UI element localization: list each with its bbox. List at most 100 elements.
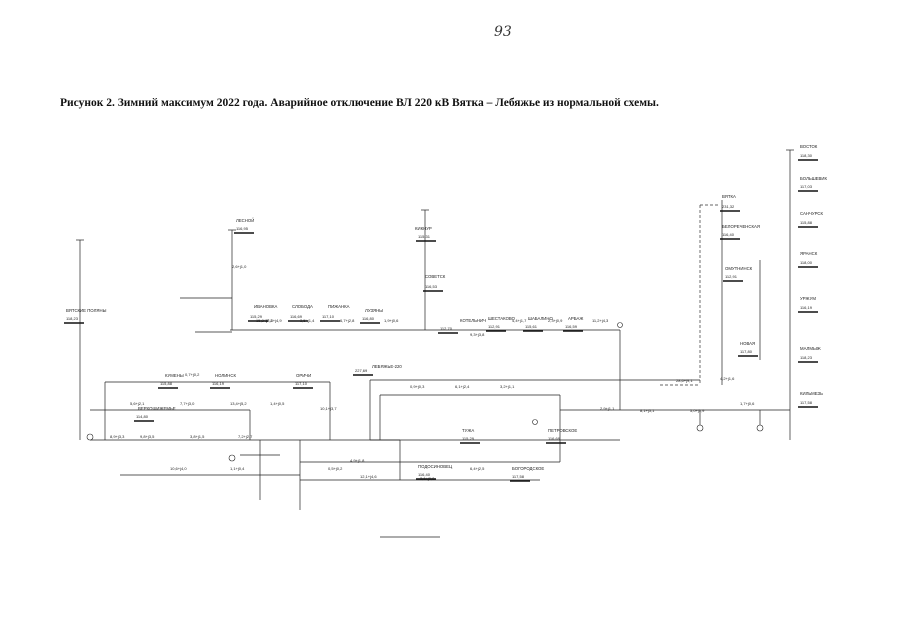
node-label-sloboda: СЛОБОДА xyxy=(292,304,313,309)
node-voltage-ivanovka: 115,29 xyxy=(250,314,263,319)
flow-label: 0,5+j0,2 xyxy=(328,466,343,471)
node-label-vyatka: ВЯТКА xyxy=(722,194,736,199)
node-voltage-yaransk: 118,00 xyxy=(800,260,813,265)
node-voltage-pizhanka: 117,10 xyxy=(322,314,335,319)
flow-label: 11,2+j4,3 xyxy=(592,318,609,323)
node-voltage-novaya: 117,80 xyxy=(740,349,753,354)
node-voltage-petrovskoe: 116,69 xyxy=(548,436,561,441)
flow-label: 5,0+j1,9 xyxy=(690,408,705,413)
flow-label: 2,9+j1,1 xyxy=(600,406,615,411)
flow-label: 3,2+j1,1 xyxy=(500,384,515,389)
flow-label: 3,5+j1,4 xyxy=(300,318,315,323)
node-voltage-malmyzh: 118,23 xyxy=(800,355,813,360)
flow-label: 9,3+j3,8 xyxy=(470,332,485,337)
node-voltage-lebyazhye: 227,69 xyxy=(355,368,368,373)
node-voltage-belorechenskaya: 116,40 xyxy=(722,232,735,237)
flow-label: 2,3+j0,9 xyxy=(548,318,563,323)
flow-label: 8,9+j3,3 xyxy=(110,434,125,439)
node-voltage-sovetsk: 116,53 xyxy=(425,284,438,289)
node-label-omutninsk: ОМУТНИНСК xyxy=(725,266,753,271)
node-voltage-bogorodskoe: 117,58 xyxy=(512,474,525,479)
node-label-tuzha: ТУЖА xyxy=(462,428,474,433)
node-label-belorechenskaya: БЕЛОРЕЧЕНСКАЯ xyxy=(722,224,760,229)
node-label-vostok: ВОСТОК xyxy=(800,144,818,149)
flow-label: 1,1+j0,4 xyxy=(230,466,245,471)
node-label-orichi: ОРИЧИ xyxy=(296,373,311,378)
node-voltage-kiknur: 115,31 xyxy=(418,234,431,239)
node-voltage-shestakovo: 112,91 xyxy=(488,324,501,329)
node-voltage-urzhum: 116,19 xyxy=(800,305,813,310)
page-number: 93 xyxy=(494,24,512,40)
flow-label: 6,1+j2,4 xyxy=(455,384,470,389)
figure-caption: Рисунок 2. Зимний максимум 2022 года. Ав… xyxy=(60,97,659,109)
node-label-kotelnich: КОТЕЛЬНИЧ xyxy=(460,318,486,323)
node-voltage-lesnoy: 116,95 xyxy=(236,226,249,231)
flow-label: 13,4+j5,2 xyxy=(230,401,247,406)
node-voltage-shabalino: 115,61 xyxy=(525,324,538,329)
flow-label: 12,8+j4,9 xyxy=(265,318,282,323)
node-voltage-verkhoshizhemye: 114,80 xyxy=(136,414,149,419)
node-label-arbazh: АРБАЖ xyxy=(568,316,583,321)
node-label-sanchursk: САНЧУРСК xyxy=(800,211,823,216)
flow-label: 4,2+j1,6 xyxy=(720,376,735,381)
node-label-vyatskie_polyany: ВЯТСКИЕ ПОЛЯНЫ xyxy=(66,308,107,313)
node-label-novaya: НОВАЯ xyxy=(740,341,755,346)
flow-label: 10,6+j4,0 xyxy=(170,466,187,471)
node-label-petrovskoe: ПЕТРОВСКОЕ xyxy=(548,428,577,433)
flow-label: 1,7+j0,6 xyxy=(740,401,755,406)
flow-label: 8,1+j3,1 xyxy=(640,408,655,413)
flow-label: 0,7+j0,2 xyxy=(185,372,200,377)
node-voltage-podosinovets: 116,40 xyxy=(418,472,431,477)
node-label-kumeny: КУМЕНЫ xyxy=(165,373,184,378)
node-voltage-bolshevik: 117,03 xyxy=(800,184,813,189)
node-label-kilmez: КИЛЬМЕЗЬ xyxy=(800,391,823,396)
node-voltage-luzyany: 116,80 xyxy=(362,316,375,321)
node-voltage-arbazh: 116,59 xyxy=(565,324,578,329)
node-voltage-sanchursk: 115,88 xyxy=(800,220,813,225)
node-voltage-kotelnich: 112,70 xyxy=(440,326,453,331)
node-label-shestakovo: ШЕСТАКОВО xyxy=(488,316,516,321)
flow-label: 5,6+j2,1 xyxy=(130,401,145,406)
node-label-bogorodskoe: БОГОРОДСКОЕ xyxy=(512,466,544,471)
flow-label: 28,6+j9,1 xyxy=(676,378,693,383)
flow-label: 7,7+j3,0 xyxy=(180,401,195,406)
node-voltage-omutninsk: 112,91 xyxy=(725,274,738,279)
flow-label: 6,4+j2,5 xyxy=(470,466,485,471)
flow-label: 1,4+j0,5 xyxy=(270,401,285,406)
node-voltage-sloboda: 116,69 xyxy=(290,314,303,319)
flow-label: 6,7+j2,8 xyxy=(340,318,355,323)
flow-label: 4,4+j1,7 xyxy=(512,318,527,323)
node-voltage-orichi: 117,10 xyxy=(295,381,308,386)
flow-label: 2,6+j1,0 xyxy=(232,264,247,269)
node-label-sovetsk: СОВЕТСК xyxy=(425,274,446,279)
node-label-kiknur: КИКНУР xyxy=(415,226,432,231)
node-label-bolshevik: БОЛЬШЕВИК xyxy=(800,176,827,181)
node-label-nolinsk: НОЛИНСК xyxy=(215,373,237,378)
flow-label: 9,8+j3,5 xyxy=(140,434,155,439)
node-voltage-nolinsk: 116,19 xyxy=(212,381,225,386)
node-label-shabalino: ШАБАЛИНО xyxy=(528,316,554,321)
node-label-podosinovets: ПОДОСИНОВЕЦ xyxy=(418,464,453,469)
node-label-lesnoy: ЛЕСНОЙ xyxy=(236,218,254,223)
node-label-luzyany: ЛУЗЯНЫ xyxy=(365,308,383,313)
flow-label: 1,9+j0,6 xyxy=(384,318,399,323)
node-label-lebyazhye: ЛЕБЯЖЬЕ-220 xyxy=(372,364,402,369)
flow-label: 12,1+j4,6 xyxy=(360,474,377,479)
flow-label: 15,8+j7,2 xyxy=(256,318,273,323)
flow-label: 10,1+j3,7 xyxy=(320,406,337,411)
node-label-pizhanka: ПИЖАНКА xyxy=(328,304,350,309)
node-voltage-vostok: 118,30 xyxy=(800,153,813,158)
node-label-yaransk: ЯРАНСК xyxy=(800,251,818,256)
flow-label: 3,8+j1,5 xyxy=(190,434,205,439)
node-voltage-kumeny: 115,88 xyxy=(160,381,173,386)
node-voltage-tuzha: 115,29 xyxy=(462,436,475,441)
node-label-ivanovka: ИВАНОВКА xyxy=(254,304,277,309)
flow-label: 0,9+j0,3 xyxy=(410,384,425,389)
node-label-malmyzh: МАЛМЫЖ xyxy=(800,346,821,351)
node-label-urzhum: УРЖУМ xyxy=(800,296,816,301)
flow-label: 7,2+j2,7 xyxy=(238,434,253,439)
node-voltage-kilmez: 117,58 xyxy=(800,400,813,405)
flow-label: 2,1+j0,8 xyxy=(420,476,435,481)
flow-label: 4,9+j1,8 xyxy=(350,458,365,463)
